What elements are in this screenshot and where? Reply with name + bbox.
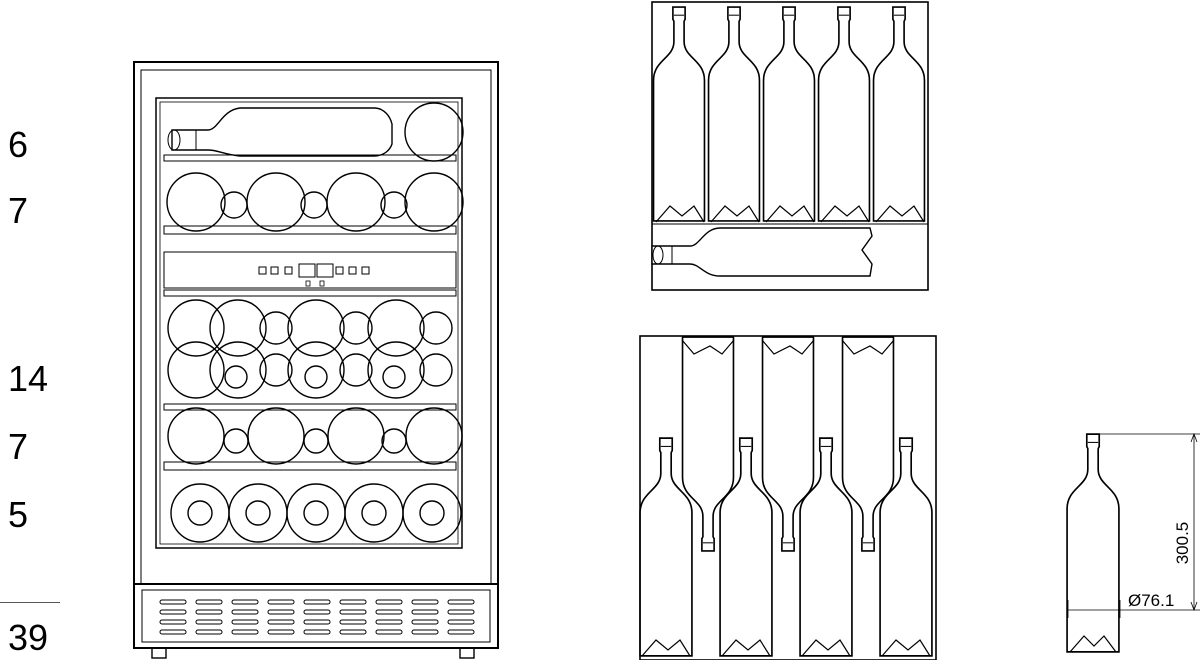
control-panel <box>163 251 457 289</box>
single-bottle-dimension-drawing: 300.5 Ø76.1 <box>1066 432 1200 653</box>
shelf-1-count: 6 <box>8 124 29 165</box>
shelf-3-bottles <box>167 299 453 399</box>
lower-shelf-side-view <box>639 335 937 660</box>
total-count: 39 <box>8 617 49 658</box>
shelf-2-bottles <box>166 172 464 232</box>
cabinet-feet <box>151 647 475 659</box>
shelf-4-bottles <box>167 407 463 465</box>
base-grille <box>133 583 499 649</box>
shelf-2-count: 7 <box>8 190 29 231</box>
shelf-5-bottles <box>170 483 462 543</box>
cabinet-front-view <box>133 61 499 659</box>
shelf-3-count: 14 <box>8 358 49 399</box>
upper-shelf-side-view <box>651 1 929 291</box>
shelf-5-count: 5 <box>8 494 29 535</box>
total-divider <box>0 602 60 603</box>
shelf-4-count: 7 <box>8 426 29 467</box>
bottle-height-label: 300.5 <box>1173 522 1192 565</box>
shelf-1-bottles <box>167 102 464 162</box>
bottle-diameter-label: Ø76.1 <box>1128 591 1174 610</box>
